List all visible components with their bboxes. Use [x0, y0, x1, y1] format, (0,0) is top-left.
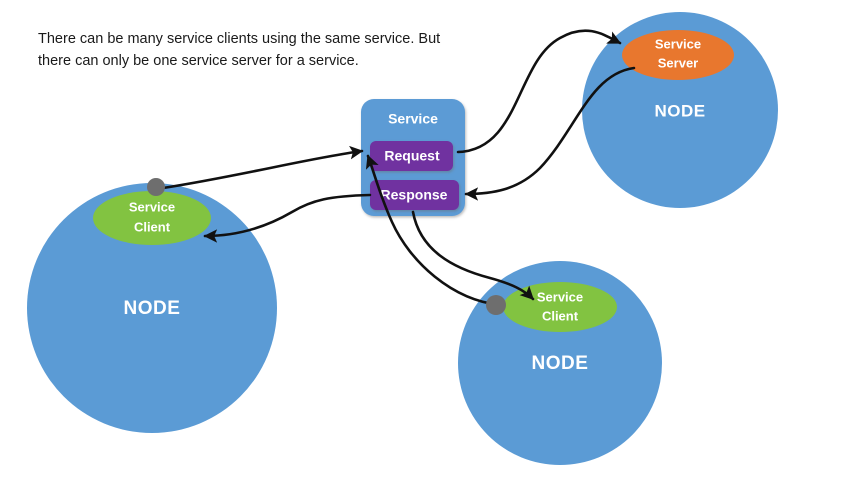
- node-server-group: NODE Service Server: [582, 12, 778, 208]
- service-panel-group: Service Request Response: [361, 99, 465, 216]
- conn-request-to-server[interactable]: [456, 29, 622, 154]
- connector-dot-layer: [147, 178, 506, 315]
- service-client-left-ellipse[interactable]: [93, 191, 211, 245]
- connector-layer: [161, 29, 636, 307]
- service-panel-title: Service: [388, 111, 438, 127]
- response-box[interactable]: [370, 180, 459, 210]
- node-client-left-group: NODE Service Client: [27, 183, 277, 433]
- conn-bottom-client-to-request[interactable]: [365, 154, 502, 307]
- conn-response-to-bottom-client[interactable]: [411, 210, 535, 301]
- caption-text: There can be many service clients using …: [38, 31, 441, 70]
- service-client-bottom-label-line1: Service: [537, 289, 583, 304]
- service-client-bottom-label-line2: Client: [542, 308, 579, 323]
- service-server-ellipse[interactable]: [622, 30, 734, 80]
- conn-server-to-response[interactable]: [464, 66, 636, 201]
- service-server-label-line2: Server: [658, 55, 698, 70]
- node-client-bottom-label: NODE: [532, 353, 589, 374]
- conn-response-to-left-client[interactable]: [203, 193, 372, 243]
- connector-dot-left-client[interactable]: [147, 178, 165, 196]
- service-server-label-line1: Service: [655, 36, 701, 51]
- node-client-left-circle[interactable]: [27, 183, 277, 433]
- node-server-label: NODE: [654, 101, 705, 120]
- connector-dot-bottom-client[interactable]: [486, 295, 506, 315]
- conn-left-client-to-request[interactable]: [161, 145, 364, 190]
- service-client-left-label-line1: Service: [129, 199, 175, 214]
- response-box-label: Response: [381, 187, 448, 203]
- node-client-left-label: NODE: [124, 298, 181, 319]
- service-client-left-label-line2: Client: [134, 219, 171, 234]
- node-client-bottom-group: NODE Service Client: [458, 261, 662, 465]
- request-box[interactable]: [370, 141, 453, 171]
- request-box-label: Request: [384, 148, 440, 164]
